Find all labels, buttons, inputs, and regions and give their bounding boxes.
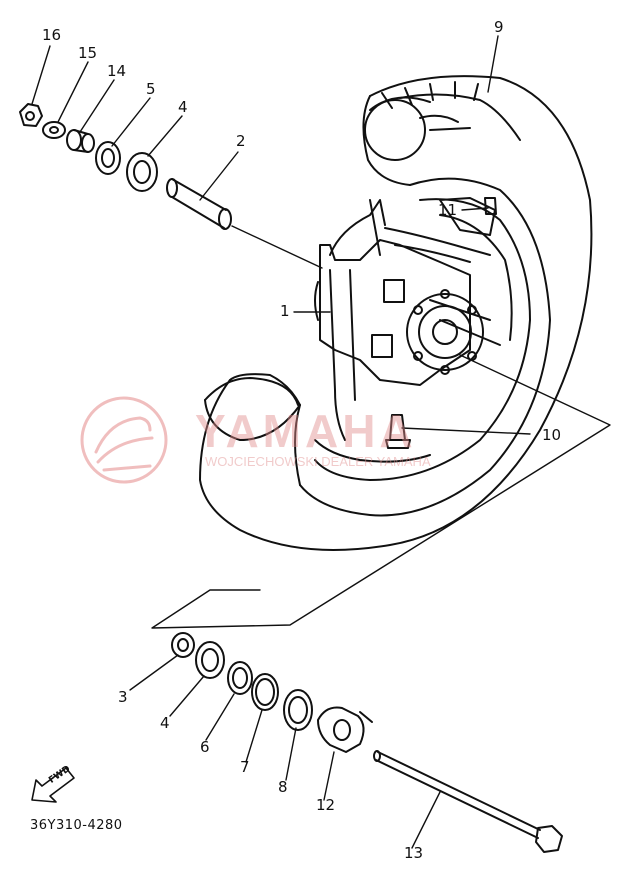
label-3: 3 [118, 688, 128, 706]
o-ring-7 [251, 673, 279, 711]
bearing-4-lower [195, 641, 225, 679]
label-1: 1 [280, 302, 290, 320]
tire [199, 75, 593, 551]
fwd-arrow-icon [31, 767, 75, 803]
assembly-lines [151, 225, 611, 629]
label-15: 15 [78, 44, 98, 62]
collar-14 [66, 129, 95, 153]
watermark-subtitle: WOJCIECHOWSKI DEALER YAMAHA [205, 454, 431, 469]
label-6: 6 [200, 738, 210, 756]
spacer-2 [166, 178, 232, 230]
washer-15 [42, 121, 66, 139]
label-11: 11 [438, 201, 458, 219]
watermark-brand: YAMAHA [195, 405, 417, 457]
bearing-4-upper [126, 152, 158, 192]
nut-16 [19, 103, 43, 127]
collar-3 [171, 632, 195, 658]
axle-13 [373, 750, 563, 853]
label-16: 16 [42, 26, 62, 44]
label-13: 13 [404, 844, 424, 862]
label-4-upper: 4 [178, 98, 188, 116]
leader-lines [31, 35, 531, 849]
oil-seal-5 [95, 141, 121, 175]
valve-stem [385, 414, 411, 449]
label-4-lower: 4 [160, 714, 170, 732]
circlip-6 [227, 661, 253, 695]
meter-clutch-12 [317, 706, 373, 753]
oil-seal-8 [283, 689, 313, 731]
label-14: 14 [107, 62, 127, 80]
label-2: 2 [236, 132, 246, 150]
wheel-hub [314, 239, 484, 386]
label-12: 12 [316, 796, 336, 814]
label-7: 7 [240, 758, 250, 776]
label-10: 10 [542, 426, 562, 444]
part-code: 36Y310-4280 [30, 818, 123, 833]
watermark-logo [80, 396, 168, 484]
label-5: 5 [146, 80, 156, 98]
label-8: 8 [278, 778, 288, 796]
label-9: 9 [494, 18, 504, 36]
